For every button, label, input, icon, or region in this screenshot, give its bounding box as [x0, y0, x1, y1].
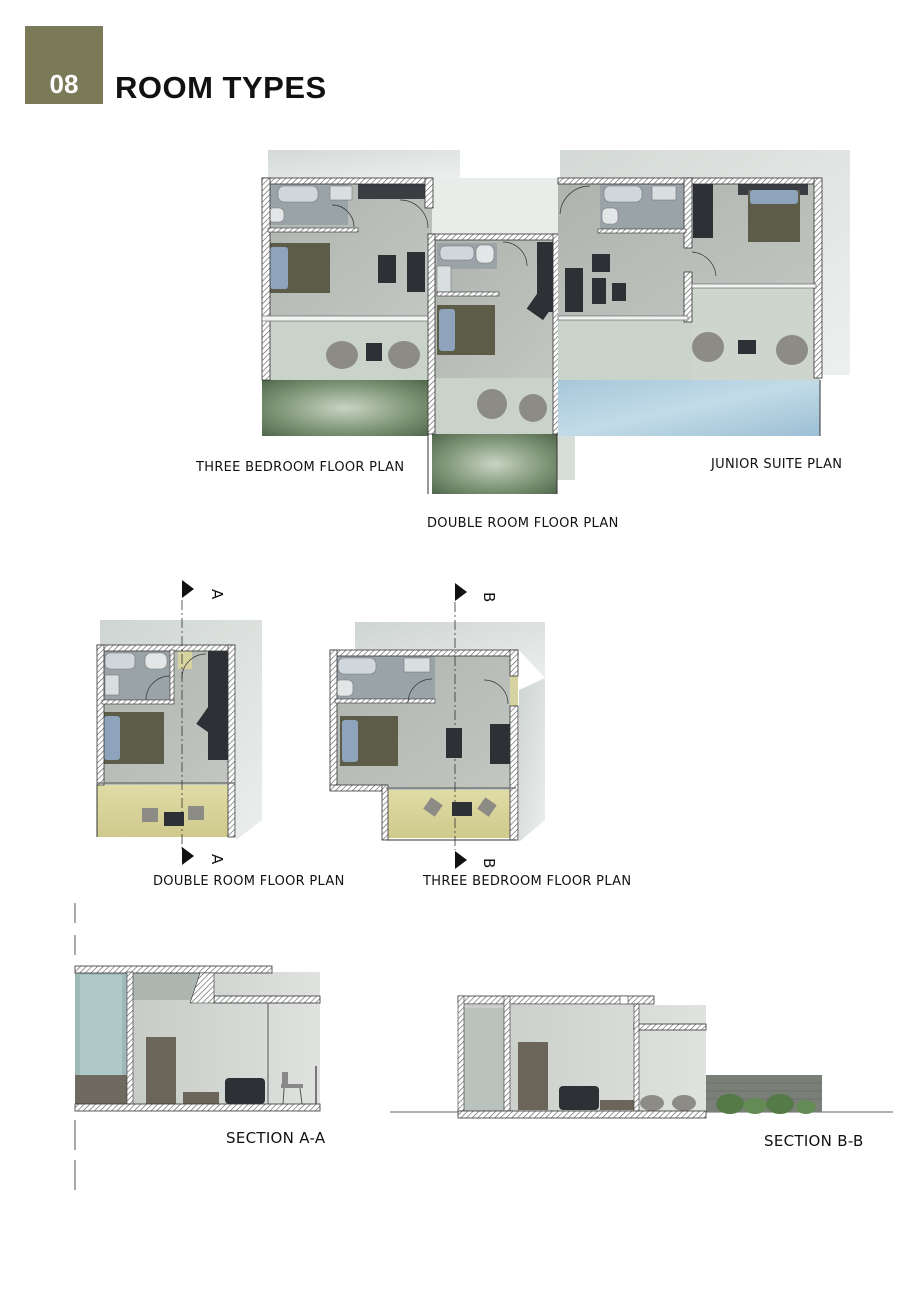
junior-suite-plan-top	[557, 177, 823, 436]
double-room-plan-top	[427, 233, 561, 494]
section-b-b-drawing	[390, 995, 893, 1119]
section-marker-a-bottom: A	[208, 854, 226, 865]
section-a-caption: SECTION A-A	[226, 1129, 326, 1147]
section-a-a-drawing	[74, 903, 321, 1190]
top-floor-plans	[261, 150, 850, 494]
section-marker-b-top: B	[480, 592, 498, 602]
double-room-plan-middle	[96, 580, 262, 865]
double-room-middle-caption: DOUBLE ROOM FLOOR PLAN	[153, 874, 345, 889]
three-bedroom-middle-caption: THREE BEDROOM FLOOR PLAN	[423, 874, 632, 889]
double-room-top-caption: DOUBLE ROOM FLOOR PLAN	[427, 516, 619, 531]
three-bedroom-plan-middle	[329, 583, 545, 869]
section-marker-a-top: A	[208, 589, 226, 600]
junior-suite-caption: JUNIOR SUITE PLAN	[711, 457, 843, 472]
section-number-badge: 08	[25, 26, 103, 104]
page-title: ROOM TYPES	[115, 70, 327, 105]
three-bedroom-top-caption: THREE BEDROOM FLOOR PLAN	[196, 460, 405, 475]
section-b-caption: SECTION B-B	[764, 1132, 864, 1150]
section-marker-b-bottom: B	[480, 858, 498, 868]
three-bedroom-plan-top	[261, 177, 434, 436]
section-number: 08	[49, 69, 79, 99]
